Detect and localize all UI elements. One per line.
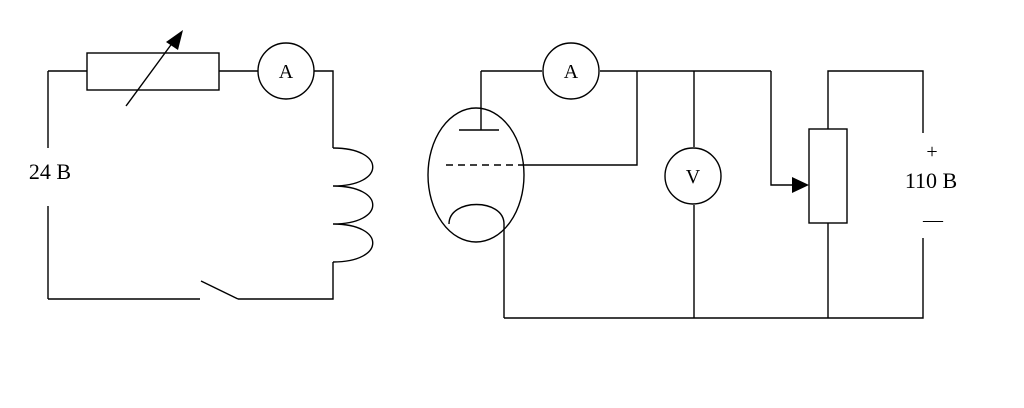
right-circuit: A V + 110 В — xyxy=(427,42,957,319)
left-ammeter-label: A xyxy=(279,61,294,83)
rheostat-body xyxy=(86,52,220,91)
voltmeter xyxy=(664,147,722,205)
potentiometer-slider-wire xyxy=(770,71,792,186)
rheostat-arrow-line xyxy=(125,37,177,107)
potentiometer-lead-top xyxy=(827,70,924,133)
left-wire-bottom-right xyxy=(238,262,334,300)
vacuum-tube-envelope xyxy=(427,107,525,243)
right-ammeter xyxy=(542,42,600,100)
right-source-minus: — xyxy=(922,209,944,231)
right-source-plus: + xyxy=(926,141,937,163)
right-source-label: 110 В xyxy=(905,168,957,193)
potentiometer-slider-arrow xyxy=(792,177,809,193)
tube-cathode-filament xyxy=(448,203,505,225)
switch-blade xyxy=(200,280,239,300)
voltmeter-label: V xyxy=(686,166,701,188)
tube-grid-lead xyxy=(522,71,638,166)
left-circuit: A 24 В xyxy=(29,30,374,300)
potentiometer-body xyxy=(808,128,848,224)
inductor-coil xyxy=(332,147,374,263)
left-wire-top-right xyxy=(314,70,334,148)
rheostat-arrow-head xyxy=(166,30,183,50)
left-source-label: 24 В xyxy=(29,159,71,184)
right-ammeter-label: A xyxy=(564,61,579,83)
right-wire-bottom xyxy=(504,238,924,319)
left-ammeter xyxy=(257,42,315,100)
